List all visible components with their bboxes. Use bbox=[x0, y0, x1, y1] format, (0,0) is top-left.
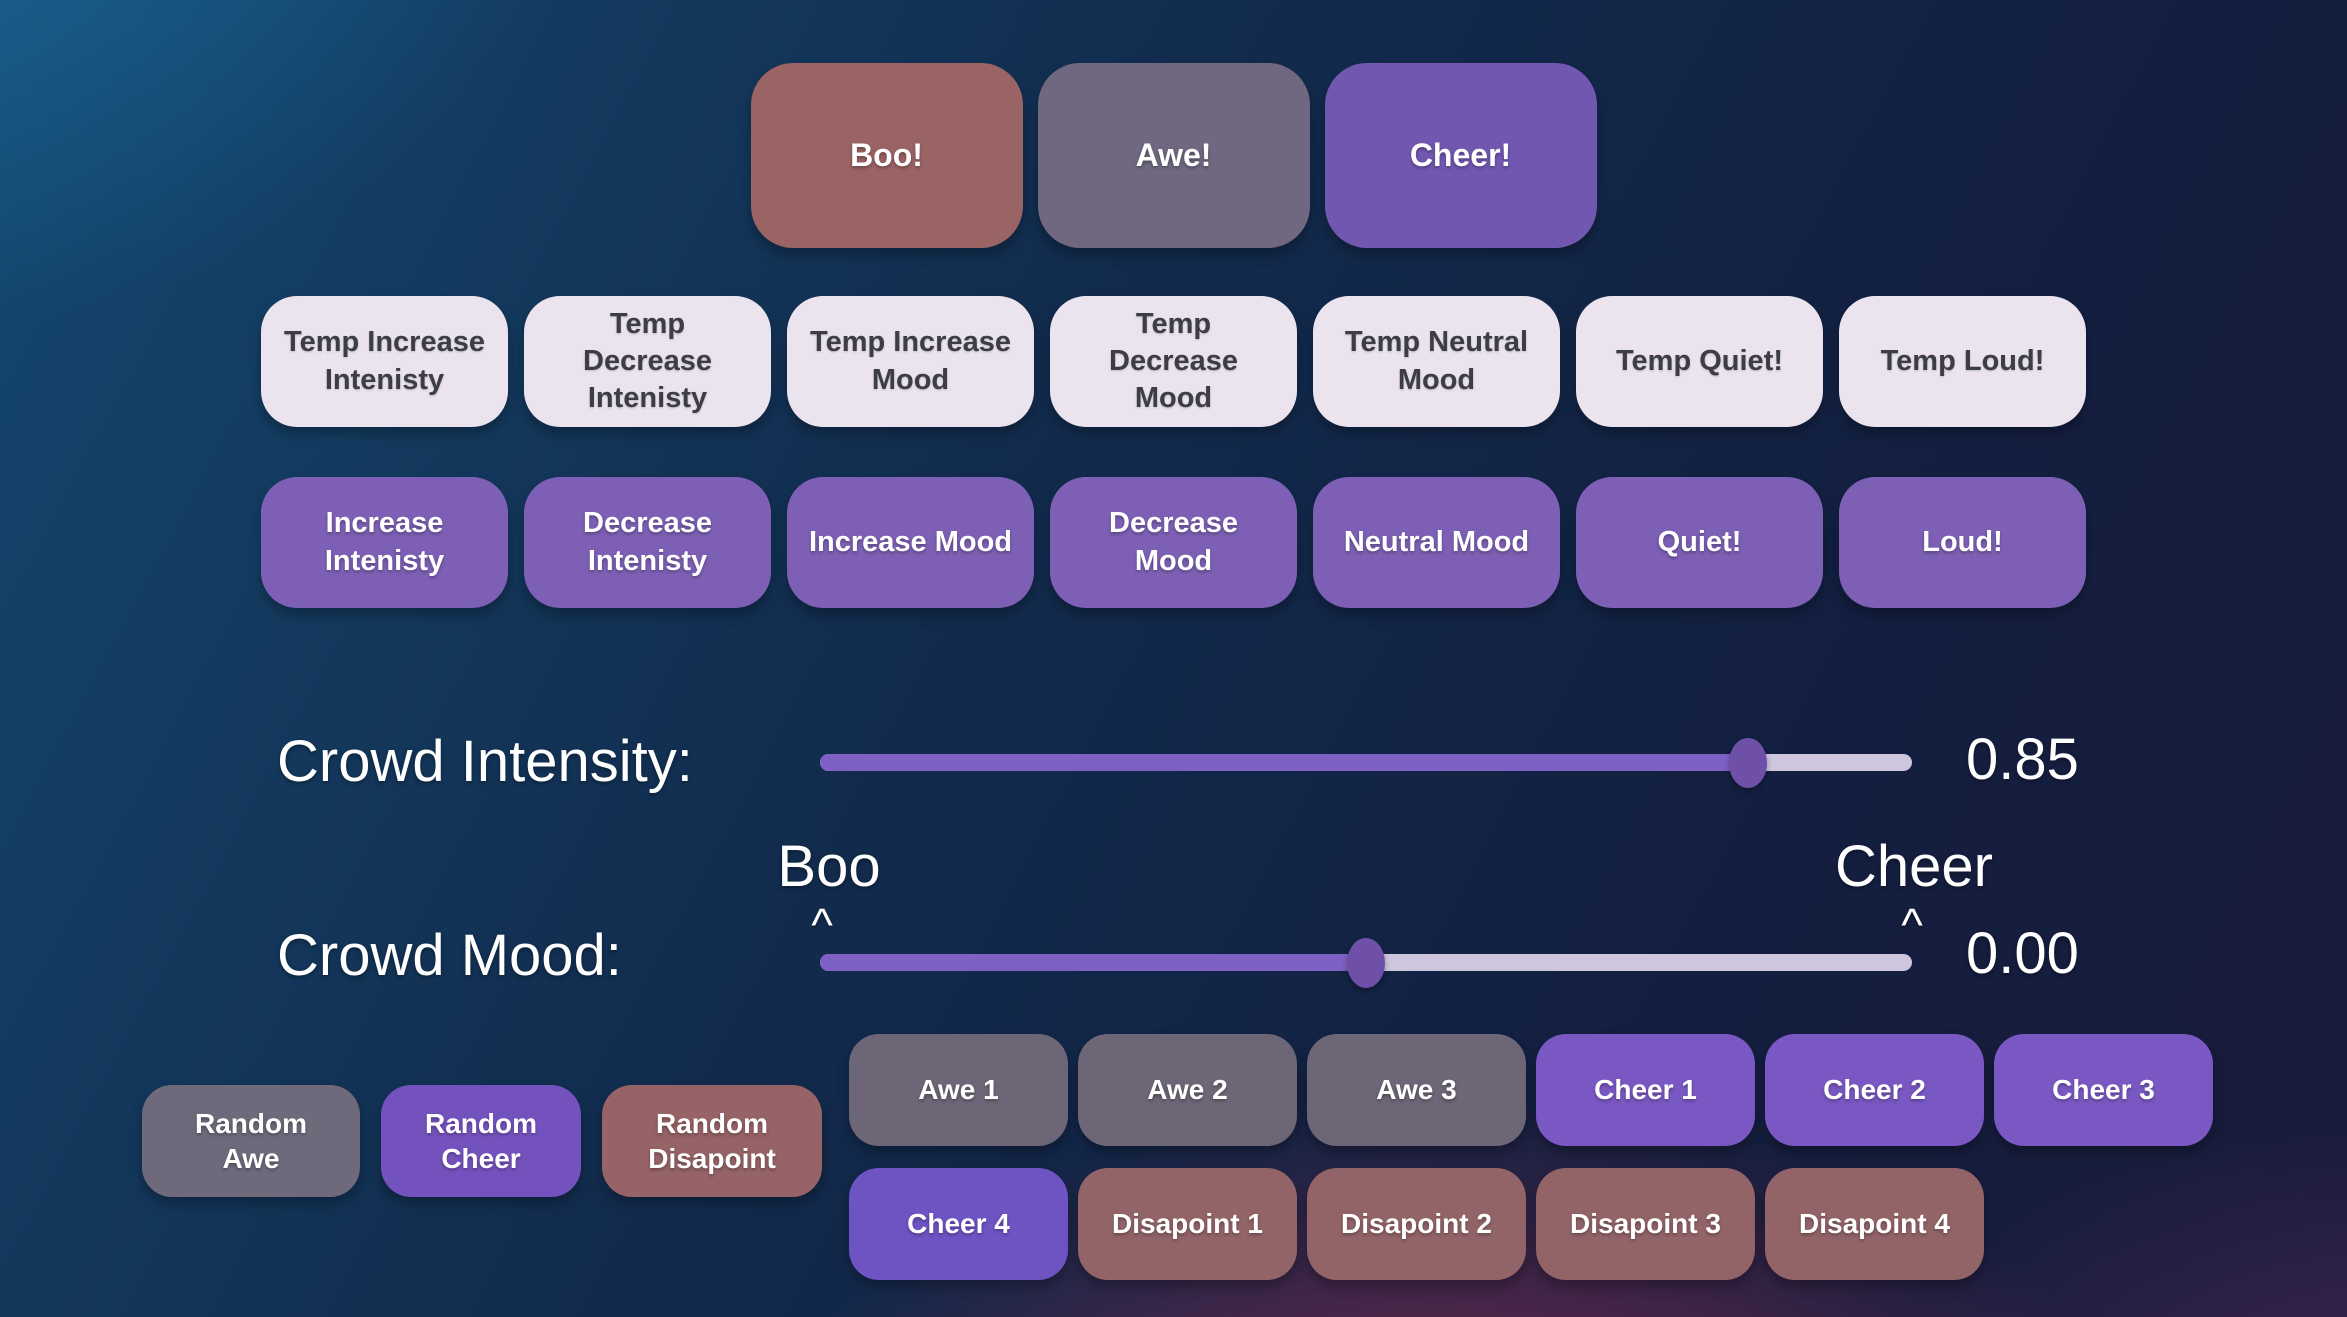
crowd-intensity-label: Crowd Intensity: bbox=[277, 729, 693, 794]
random-disapoint-button[interactable]: Random Disapoint bbox=[602, 1085, 822, 1197]
crowd-intensity-slider-thumb[interactable] bbox=[1729, 737, 1768, 788]
random-cheer-button[interactable]: Random Cheer bbox=[381, 1085, 581, 1197]
boo-button[interactable]: Boo! bbox=[750, 63, 1023, 248]
temp-decrease-mood-button[interactable]: Temp Decrease Mood bbox=[1050, 296, 1297, 427]
loud-button[interactable]: Loud! bbox=[1839, 477, 2086, 608]
mood-cheer-caret-icon: ^ bbox=[1901, 899, 1923, 951]
increase-mood-button[interactable]: Increase Mood bbox=[787, 477, 1034, 608]
mood-boo-caret-icon: ^ bbox=[811, 899, 833, 951]
cheer-3-button[interactable]: Cheer 3 bbox=[1994, 1034, 2213, 1146]
decrease-intensity-button[interactable]: Decrease Intenisty bbox=[524, 477, 771, 608]
cheer-button[interactable]: Cheer! bbox=[1324, 63, 1597, 248]
random-awe-button[interactable]: Random Awe bbox=[142, 1085, 360, 1197]
cheer-1-button[interactable]: Cheer 1 bbox=[1536, 1034, 1755, 1146]
decrease-mood-button[interactable]: Decrease Mood bbox=[1050, 477, 1297, 608]
temp-decrease-intensity-button[interactable]: Temp Decrease Intenisty bbox=[524, 296, 771, 427]
crowd-mood-label: Crowd Mood: bbox=[277, 923, 622, 988]
preset-button-row-2: Cheer 4 Disapoint 1 Disapoint 2 Disapoin… bbox=[849, 1168, 1984, 1280]
mood-cheer-label: Cheer bbox=[1835, 834, 1993, 899]
disapoint-3-button[interactable]: Disapoint 3 bbox=[1536, 1168, 1755, 1280]
mood-boo-label: Boo bbox=[777, 834, 881, 899]
disapoint-4-button[interactable]: Disapoint 4 bbox=[1765, 1168, 1984, 1280]
crowd-intensity-slider-fill bbox=[820, 754, 1749, 771]
cheer-4-button[interactable]: Cheer 4 bbox=[849, 1168, 1068, 1280]
temp-button-row: Temp Increase Intenisty Temp Decrease In… bbox=[0, 296, 2347, 427]
temp-increase-intensity-button[interactable]: Temp Increase Intenisty bbox=[261, 296, 508, 427]
crowd-intensity-value: 0.85 bbox=[1966, 727, 2079, 792]
temp-neutral-mood-button[interactable]: Temp Neutral Mood bbox=[1313, 296, 1560, 427]
crowd-mood-slider-fill bbox=[820, 954, 1366, 971]
preset-button-row-1: Awe 1 Awe 2 Awe 3 Cheer 1 Cheer 2 Cheer … bbox=[849, 1034, 2213, 1146]
crowd-mood-slider-thumb[interactable] bbox=[1347, 937, 1385, 988]
temp-loud-button[interactable]: Temp Loud! bbox=[1839, 296, 2086, 427]
awe-2-button[interactable]: Awe 2 bbox=[1078, 1034, 1297, 1146]
reaction-button-row: Boo! Awe! Cheer! bbox=[0, 63, 2347, 248]
awe-1-button[interactable]: Awe 1 bbox=[849, 1034, 1068, 1146]
temp-quiet-button[interactable]: Temp Quiet! bbox=[1576, 296, 1823, 427]
disapoint-2-button[interactable]: Disapoint 2 bbox=[1307, 1168, 1526, 1280]
cheer-2-button[interactable]: Cheer 2 bbox=[1765, 1034, 1984, 1146]
awe-button[interactable]: Awe! bbox=[1037, 63, 1310, 248]
action-button-row: Increase Intenisty Decrease Intenisty In… bbox=[0, 477, 2347, 608]
increase-intensity-button[interactable]: Increase Intenisty bbox=[261, 477, 508, 608]
disapoint-1-button[interactable]: Disapoint 1 bbox=[1078, 1168, 1297, 1280]
quiet-button[interactable]: Quiet! bbox=[1576, 477, 1823, 608]
crowd-intensity-slider[interactable] bbox=[820, 737, 1912, 788]
temp-increase-mood-button[interactable]: Temp Increase Mood bbox=[787, 296, 1034, 427]
crowd-mood-value: 0.00 bbox=[1966, 921, 2079, 986]
awe-3-button[interactable]: Awe 3 bbox=[1307, 1034, 1526, 1146]
crowd-mood-slider[interactable] bbox=[820, 937, 1912, 988]
random-button-row: Random Awe Random Cheer Random Disapoint bbox=[142, 1085, 822, 1197]
neutral-mood-button[interactable]: Neutral Mood bbox=[1313, 477, 1560, 608]
